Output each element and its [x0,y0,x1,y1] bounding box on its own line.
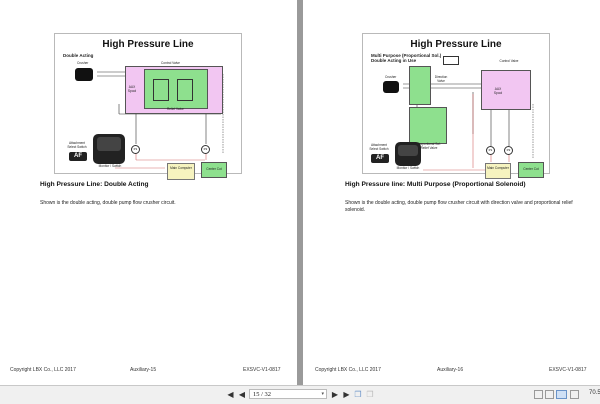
relief-valve-label: Relief Valve [167,107,184,111]
aux-spool-label: AUX Spool [127,85,137,93]
prev-page-icon[interactable]: ◀ [238,390,246,399]
diagram-subtitle: Double Acting [63,53,94,58]
control-valve-label: Control Valve [499,59,519,63]
p1-gauge: P1 [486,146,495,155]
page-number-value: 15 / 32 [253,391,272,398]
hydraulic-diagram-multi-purpose: High Pressure Line Multi Purpose (Propor… [362,33,550,179]
relief-valve-2-icon [177,79,193,101]
control-valve-label: Control Valve [161,61,180,65]
af-button: AF [371,154,389,163]
control-valve-block [481,70,531,110]
single-page-view-icon[interactable] [534,390,543,399]
prop-relief-valve-label: Proportional Sol. Relief Valve [417,142,441,150]
main-computer-block: Main Computer [485,163,511,179]
two-page-view-icon[interactable] [556,390,567,399]
previous-view-icon[interactable]: ❐ [354,390,362,399]
next-view-icon[interactable]: ❐ [366,390,374,399]
relief-valve-1-icon [153,79,169,101]
p1-gauge: P1 [131,145,140,154]
first-page-icon[interactable]: ◀​ [227,390,234,399]
caption-title: High Pressure line: Multi Purpose (Propo… [345,181,526,188]
next-page-icon[interactable]: ▶ [331,390,339,399]
footer-page-label: Auxiliary-16 [437,367,464,373]
footer-page-label: Auxiliary-15 [130,367,157,373]
p2-gauge: P2 [504,146,513,155]
center-cut-block: Center Cut [518,162,544,178]
main-computer-label: Main Computer [487,166,509,170]
two-page-continuous-view-icon[interactable] [570,390,579,399]
hydraulic-diagram-double-acting: High Pressure Line Double Acting Crusher… [54,33,242,180]
center-cut-label: Center Cut [206,167,222,171]
direction-valve-block [409,66,431,105]
chevron-down-icon[interactable]: ▾ [321,392,324,397]
diagram-subtitle-line2: Double Acting in Use [371,58,417,63]
zoom-level[interactable]: 70.5 [589,390,600,396]
diagram-title: High Pressure Line [102,39,194,50]
solenoid-valve-icon [443,56,459,65]
monitor-icon [93,134,125,164]
footer-copyright: Copyright LBX Co., LLC 2017 [10,367,76,373]
main-computer-label: Main Computer [170,166,192,170]
diagram-subtitle-line1: Multi Purpose (Proportional Sol.) [371,53,442,58]
document-page-right: High Pressure Line Multi Purpose (Propor… [303,0,600,385]
continuous-view-icon[interactable] [545,390,554,399]
crusher-icon [75,68,93,81]
footer-copyright: Copyright LBX Co., LLC 2017 [315,367,381,373]
monitor-switch-label: Monitor / Switch [396,166,420,170]
attachment-switch-label: Attachment Select Switch [369,143,389,151]
monitor-switch-label: Monitor / Switch [98,164,122,168]
footer-doc-code: EXSVC-V1-0817 [243,367,281,373]
center-cut-label: Center Cut [523,167,539,171]
prop-relief-valve-block [409,107,447,144]
navigation-toolbar: ◀​ ◀ 15 / 32 ▾ ▶ ▶ ❐ ❐ 70.5 [0,385,600,404]
aux-spool-label: AUX Spool [493,87,503,95]
last-page-icon[interactable]: ▶ [343,390,350,399]
attachment-switch-label: Attachment Select Switch [67,141,87,149]
direction-valve-label: Direction Valve [434,75,448,83]
main-computer-block: Main Computer [167,163,195,180]
crusher-label: Crusher [77,61,89,65]
caption-title: High Pressure Line: Double Acting [40,181,149,188]
af-button: AF [69,152,87,161]
monitor-icon [395,142,421,166]
p2-gauge: P2 [201,145,210,154]
footer-doc-code: EXSVC-V1-0817 [549,367,587,373]
document-page-left: High Pressure Line Double Acting Crusher… [0,0,297,385]
crusher-label: Crusher [385,75,397,79]
page-number-input[interactable]: 15 / 32 ▾ [249,389,327,399]
caption-body: Shown is the double acting, double pump … [345,200,573,213]
crusher-icon [383,81,399,93]
relief-valve-block [144,69,208,109]
diagram-title: High Pressure Line [410,39,502,50]
caption-body: Shown is the double acting, double pump … [40,200,176,206]
center-cut-block: Center Cut [201,162,227,178]
